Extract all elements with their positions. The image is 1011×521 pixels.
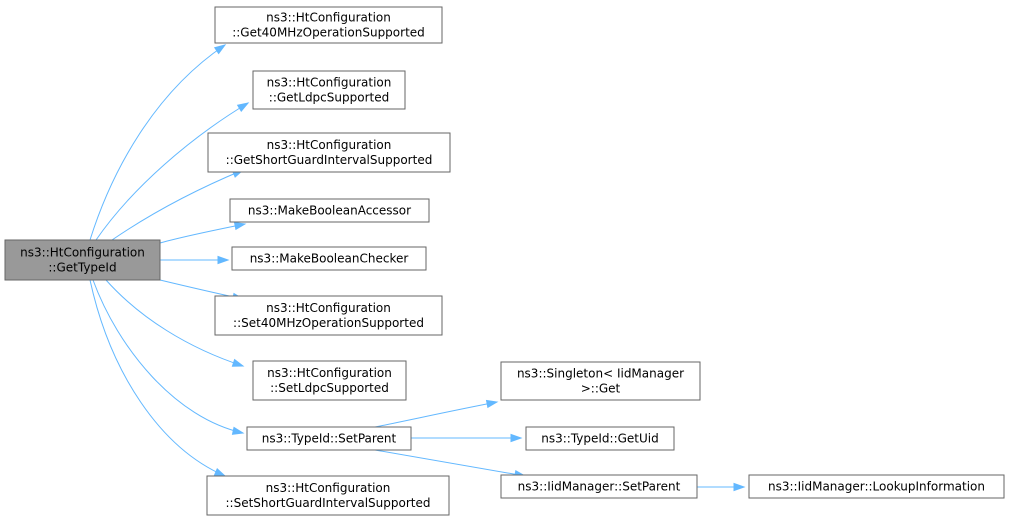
node-label-line: ::GetShortGuardIntervalSupported (226, 153, 433, 167)
node-label-line: ::SetShortGuardIntervalSupported (226, 496, 431, 510)
node-label-line: ::GetTypeId (48, 261, 116, 275)
node-box (4, 239, 161, 281)
call-edge-getTypeId-to-get40 (89, 44, 227, 241)
call-edge-getTypeId-to-typeIdSetParent (92, 279, 245, 435)
node-label-line: ns3::IidManager::LookupInformation (768, 480, 985, 494)
edge-line (89, 279, 226, 477)
arrow-head-icon (231, 426, 245, 435)
node-label-line: ns3::HtConfiguration (267, 138, 392, 152)
node-box (214, 6, 443, 44)
node-box (525, 426, 675, 451)
arrow-head-icon (733, 482, 746, 492)
node-label-line: ::GetLdpcSupported (269, 91, 389, 105)
node-label-line: ns3::HtConfiguration (267, 76, 392, 90)
function-node-getUid[interactable]: ns3::TypeId::GetUid (525, 426, 675, 451)
call-edge-getTypeId-to-makeChecker (160, 255, 230, 265)
function-node-getSgi[interactable]: ns3::HtConfiguration::GetShortGuardInter… (207, 132, 451, 173)
edge-line (374, 449, 526, 477)
function-node-getTypeId[interactable]: ns3::HtConfiguration::GetTypeId (4, 239, 161, 281)
node-label-line: ns3::IidManager::SetParent (518, 480, 681, 494)
call-edge-getTypeId-to-getSgi (111, 169, 245, 241)
function-node-typeIdSetParent[interactable]: ns3::TypeId::SetParent (246, 426, 412, 451)
call-edge-typeIdSetParent-to-getUid (411, 433, 523, 443)
call-edge-typeIdSetParent-to-iidSetParent (374, 449, 527, 479)
arrow-head-icon (213, 467, 227, 477)
edge-line (92, 279, 244, 434)
node-box (229, 198, 430, 223)
arrow-head-icon (231, 358, 245, 367)
edge-line (95, 102, 249, 241)
call-edge-getTypeId-to-makeAccessor (159, 221, 247, 244)
node-box (246, 426, 412, 451)
node-label-line: ns3::HtConfiguration (266, 301, 391, 315)
edge-line (374, 401, 498, 428)
node-label-line: ns3::TypeId::GetUid (541, 432, 659, 446)
function-node-setLdpc[interactable]: ns3::HtConfiguration::SetLdpcSupported (252, 360, 407, 401)
function-node-set40[interactable]: ns3::HtConfiguration::Set40MHzOperationS… (214, 295, 443, 336)
node-label-line: >::Get (581, 382, 621, 396)
function-node-iidSetParent[interactable]: ns3::IidManager::SetParent (500, 474, 698, 499)
function-node-get40[interactable]: ns3::HtConfiguration::Get40MHzOperationS… (214, 6, 443, 44)
node-label-line: ns3::HtConfiguration (267, 366, 392, 380)
call-edge-getTypeId-to-getLdpc (95, 102, 250, 241)
edge-line (111, 169, 244, 241)
arrow-head-icon (510, 433, 523, 443)
function-node-setSgi[interactable]: ns3::HtConfiguration::SetShortGuardInter… (206, 475, 450, 516)
call-edge-getTypeId-to-setLdpc (105, 279, 245, 367)
node-box (252, 70, 406, 110)
node-box (500, 361, 701, 401)
arrow-head-icon (213, 44, 227, 55)
edge-line (105, 279, 244, 367)
function-node-singletonGet[interactable]: ns3::Singleton< IidManager>::Get (500, 361, 701, 401)
node-label-line: ns3::MakeBooleanChecker (250, 252, 409, 266)
call-edge-typeIdSetParent-to-singletonGet (374, 399, 499, 428)
node-box (214, 295, 443, 336)
node-box (231, 246, 427, 271)
node-box (252, 360, 407, 401)
node-label-line: ns3::MakeBooleanAccessor (248, 204, 411, 218)
edge-line (89, 44, 226, 241)
arrow-head-icon (236, 102, 250, 113)
node-label-line: ::SetLdpcSupported (270, 381, 389, 395)
node-label-line: ns3::TypeId::SetParent (262, 432, 397, 446)
arrow-head-icon (233, 221, 247, 231)
node-box (500, 474, 698, 499)
arrow-head-icon (217, 255, 230, 265)
arrow-head-icon (485, 399, 499, 409)
call-edge-iidSetParent-to-lookupInfo (697, 482, 746, 492)
node-label-line: ns3::HtConfiguration (266, 481, 391, 495)
function-node-getLdpc[interactable]: ns3::HtConfiguration::GetLdpcSupported (252, 70, 406, 110)
function-node-lookupInfo[interactable]: ns3::IidManager::LookupInformation (748, 474, 1005, 499)
node-label-line: ::Set40MHzOperationSupported (233, 316, 424, 330)
node-box (748, 474, 1005, 499)
node-label-line: ns3::HtConfiguration (20, 246, 145, 260)
call-edge-getTypeId-to-setSgi (89, 279, 227, 477)
node-label-line: ns3::Singleton< IidManager (517, 367, 684, 381)
function-node-makeAccessor[interactable]: ns3::MakeBooleanAccessor (229, 198, 430, 223)
function-nodes: ns3::HtConfiguration::GetTypeIdns3::HtCo… (4, 6, 1005, 516)
function-node-makeChecker[interactable]: ns3::MakeBooleanChecker (231, 246, 427, 271)
node-box (207, 132, 451, 173)
node-box (206, 475, 450, 516)
node-label-line: ::Get40MHzOperationSupported (232, 26, 425, 40)
node-label-line: ns3::HtConfiguration (266, 11, 391, 25)
edge-line (159, 223, 246, 244)
